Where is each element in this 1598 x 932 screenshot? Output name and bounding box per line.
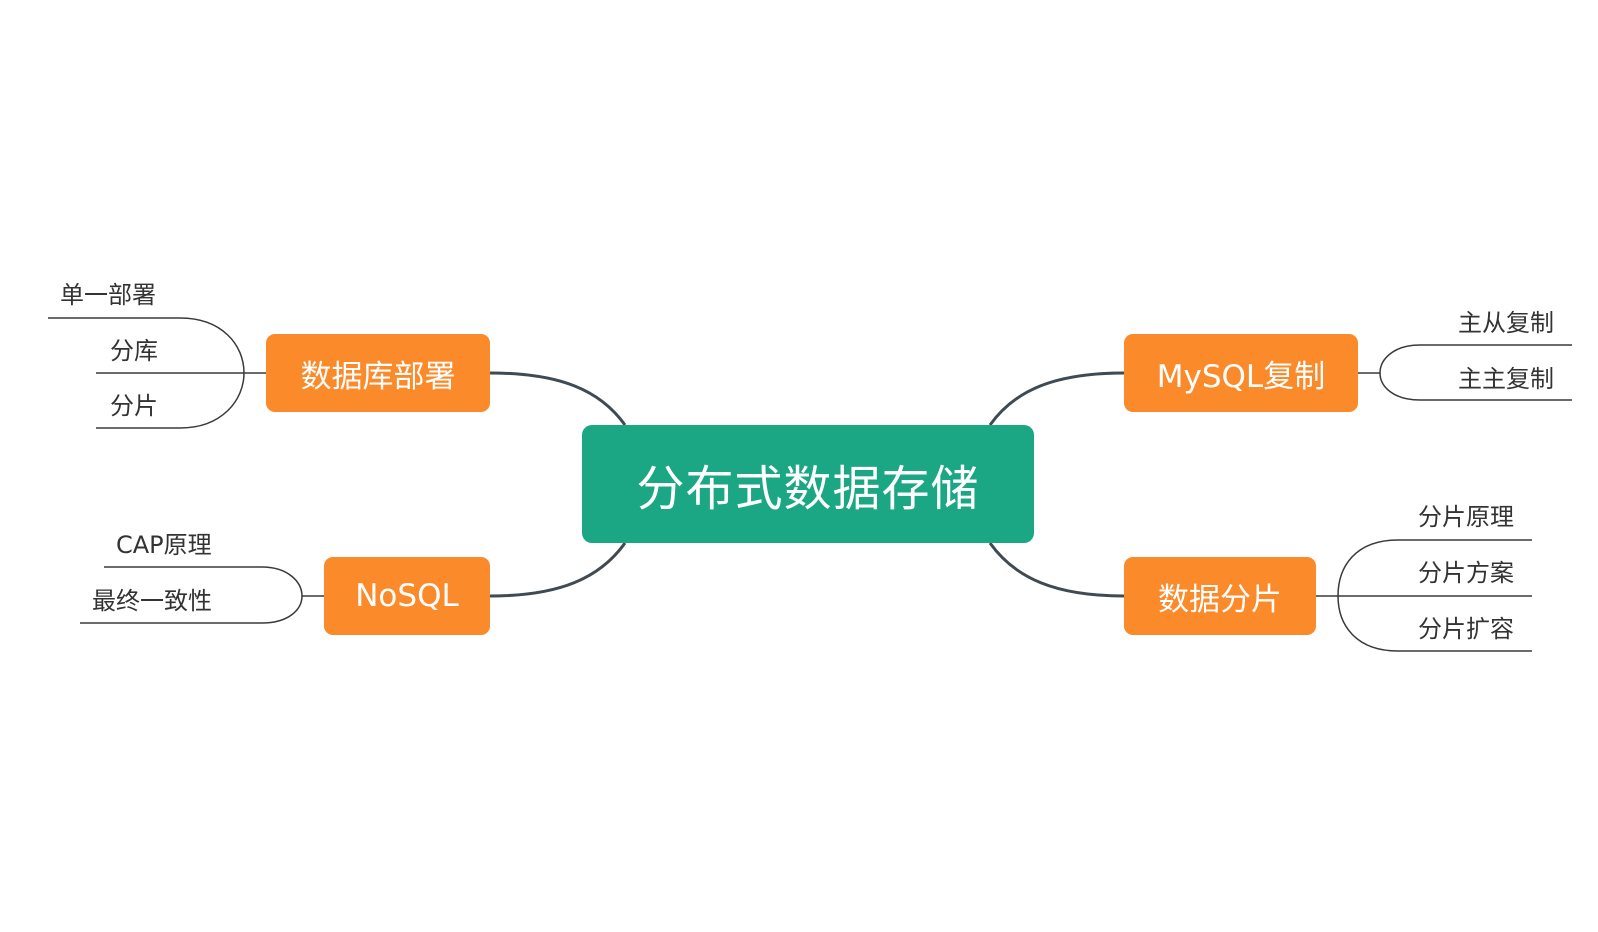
connector-root-to-nosql bbox=[489, 542, 627, 598]
connector-root-to-database-deployment bbox=[489, 371, 627, 426]
leafline-mysql-top bbox=[1358, 344, 1572, 374]
topic-mysql-replication-label: MySQL复制 bbox=[1156, 358, 1326, 395]
connector-root-to-mysql-replication bbox=[988, 371, 1125, 426]
connector-root-to-data-sharding bbox=[988, 542, 1125, 598]
subtopic-sharding-expansion[interactable]: 分片扩容 bbox=[1418, 615, 1514, 643]
topic-database-deployment[interactable]: 数据库部署 bbox=[266, 334, 490, 412]
topic-data-sharding[interactable]: 数据分片 bbox=[1124, 557, 1316, 635]
subtopic-sharding[interactable]: 分片 bbox=[110, 392, 158, 420]
subtopic-database-split[interactable]: 分库 bbox=[110, 337, 158, 365]
leafline-shard-bottom bbox=[1337, 595, 1532, 652]
topic-nosql-label: NoSQL bbox=[355, 578, 459, 614]
subtopic-sharding-scheme[interactable]: 分片方案 bbox=[1418, 559, 1514, 587]
subtopic-master-master-replication[interactable]: 主主复制 bbox=[1458, 365, 1554, 393]
leafline-mysql-bottom bbox=[1379, 372, 1572, 401]
leafline-nosql-top bbox=[104, 566, 324, 597]
leafline-db-top bbox=[48, 317, 266, 374]
topic-data-sharding-label: 数据分片 bbox=[1158, 581, 1282, 618]
root-topic-label: 分布式数据存储 bbox=[636, 461, 980, 517]
subtopic-single-deployment[interactable]: 单一部署 bbox=[60, 281, 156, 309]
leafline-nosql-bottom bbox=[80, 595, 303, 624]
leafline-shard-top bbox=[1316, 539, 1532, 597]
subtopic-eventual-consistency[interactable]: 最终一致性 bbox=[92, 587, 212, 615]
topic-nosql[interactable]: NoSQL bbox=[324, 557, 490, 635]
subtopic-cap-theory[interactable]: CAP原理 bbox=[116, 531, 212, 559]
root-topic[interactable]: 分布式数据存储 bbox=[582, 425, 1034, 543]
subtopic-sharding-principle[interactable]: 分片原理 bbox=[1418, 503, 1514, 531]
topic-database-deployment-label: 数据库部署 bbox=[300, 358, 456, 395]
subtopic-master-slave-replication[interactable]: 主从复制 bbox=[1458, 309, 1554, 337]
leafline-db-bottom bbox=[96, 372, 245, 429]
topic-mysql-replication[interactable]: MySQL复制 bbox=[1124, 334, 1358, 412]
